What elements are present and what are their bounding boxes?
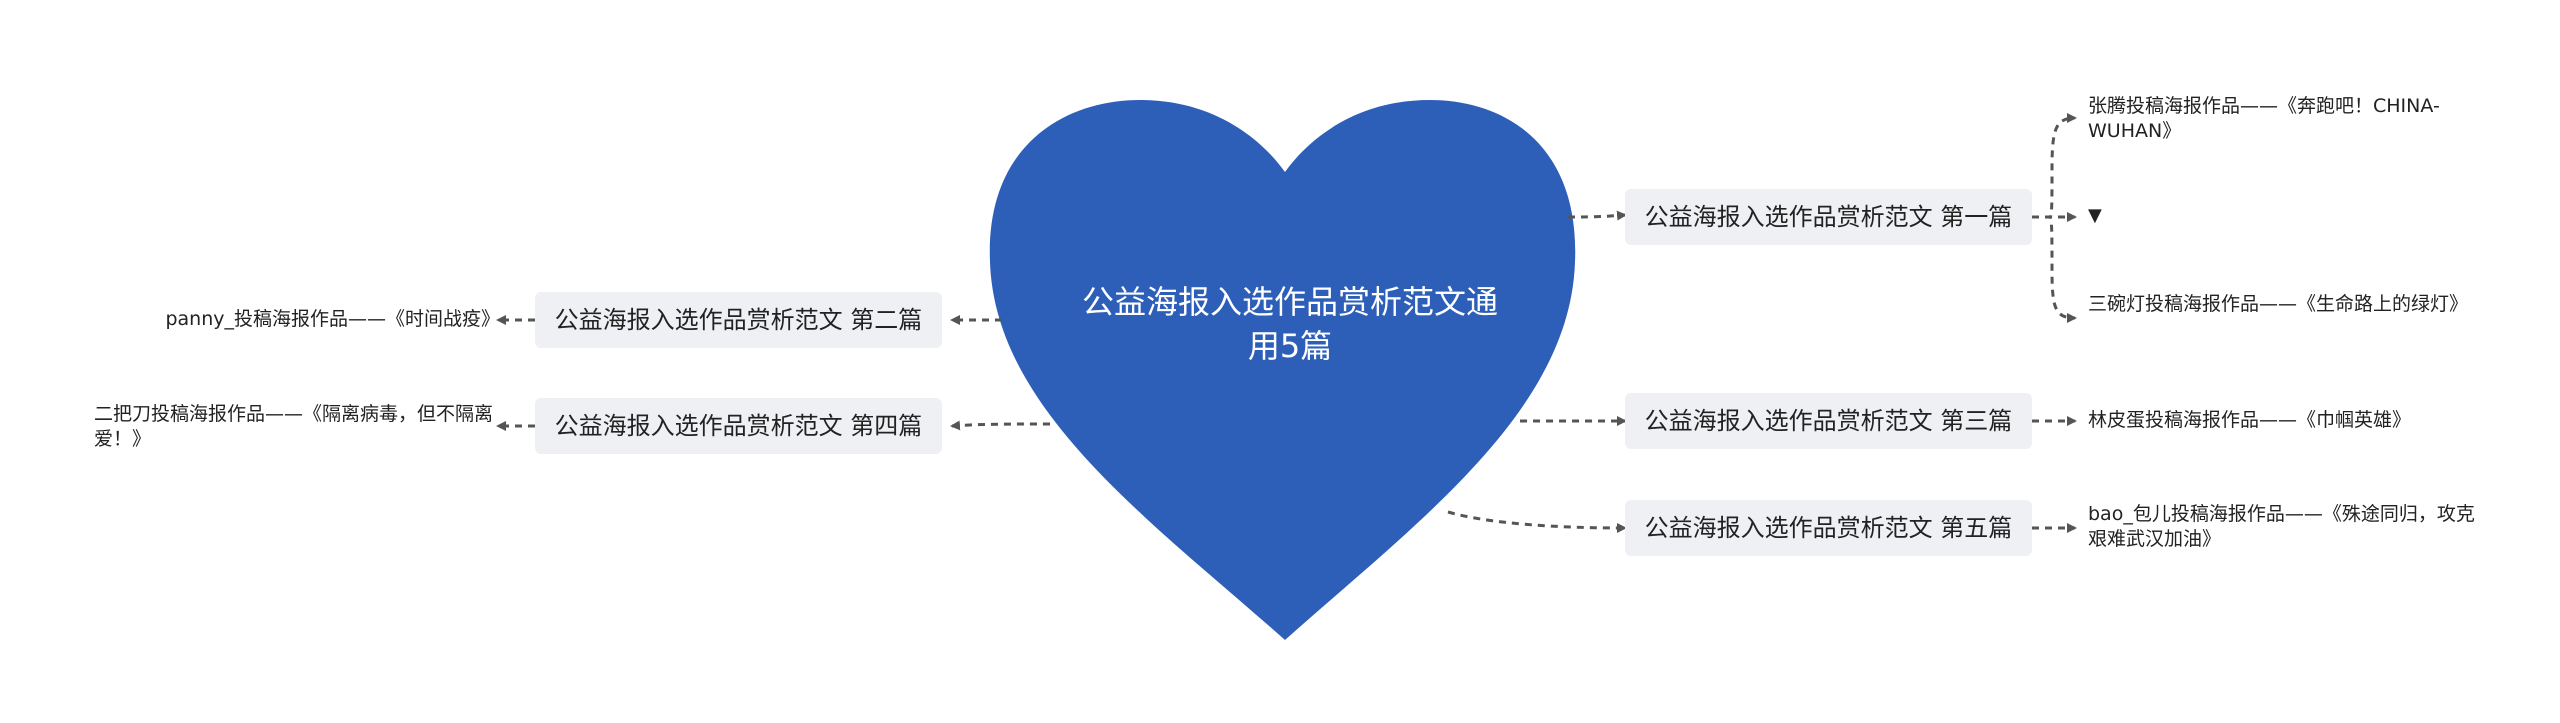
connector-center-to-branch-1 <box>1567 210 1627 221</box>
leaf-branch-5-item-1[interactable]: bao_包儿投稿海报作品——《殊途同归，攻克艰难武汉加油》 <box>2088 503 2475 550</box>
central-topic[interactable]: 公益海报入选作品赏析范文通用5篇 <box>1081 283 1498 365</box>
leaf-branch-1-item-1[interactable]: 张腾投稿海报作品——《奔跑吧！CHINA-WUHAN》 <box>2088 95 2440 142</box>
connector-branch-1-to-leaf-c <box>2032 215 2077 323</box>
leaf-branch-1-item-3[interactable]: 三碗灯投稿海报作品——《生命路上的绿灯》 <box>2088 293 2469 315</box>
leaf-branch-1-item-2[interactable]: ▼ <box>2088 205 2102 226</box>
branch-1-box[interactable]: 公益海报入选作品赏析范文 第一篇 <box>1625 189 2032 245</box>
branch-5-box[interactable]: 公益海报入选作品赏析范文 第五篇 <box>1625 500 2032 556</box>
connector-center-to-branch-4 <box>950 420 1051 431</box>
branch-2-box[interactable]: 公益海报入选作品赏析范文 第二篇 <box>535 292 942 348</box>
central-heart-shape[interactable] <box>989 100 1576 640</box>
leaf-branch-4-item-1[interactable]: 二把刀投稿海报作品——《隔离病毒，但不隔离爱！》 <box>94 403 494 450</box>
connector-branch-1-to-leaf-a <box>2032 113 2077 219</box>
leaf-branch-3-item-1[interactable]: 林皮蛋投稿海报作品——《巾帼英雄》 <box>2088 409 2412 431</box>
leaf-branch-2-item-1[interactable]: panny_投稿海报作品——《时间战疫》 <box>165 308 500 330</box>
connector-center-to-branch-5 <box>1447 510 1627 533</box>
branch-4-box[interactable]: 公益海报入选作品赏析范文 第四篇 <box>535 398 942 454</box>
branch-3-box[interactable]: 公益海报入选作品赏析范文 第三篇 <box>1625 393 2032 449</box>
